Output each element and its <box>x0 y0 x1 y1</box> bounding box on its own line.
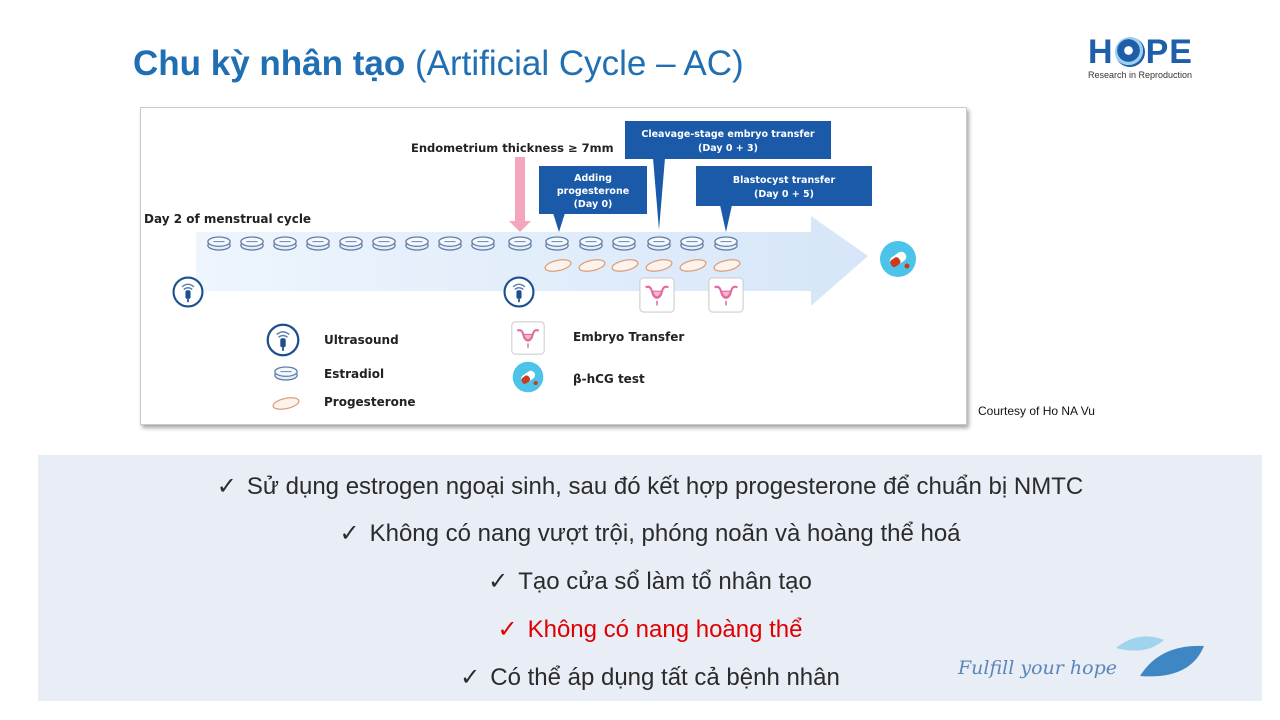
tagline: Fulfill your hope <box>958 657 1117 679</box>
key-point-text: Không có nang vượt trội, phóng noãn và h… <box>369 520 961 547</box>
legend-progesterone-icon <box>271 396 301 411</box>
key-point: ✓ Có thể áp dụng tất cả bệnh nhân <box>38 662 1262 694</box>
ultrasound-icon <box>503 276 535 308</box>
embryo-transfer-icon <box>707 276 745 314</box>
embryo-transfer-icon <box>638 276 676 314</box>
endometrium-pink-arrow-shaft <box>515 157 525 223</box>
logo-letters-pe: PE <box>1145 33 1193 71</box>
estradiol-pill-icon <box>471 236 495 251</box>
endometrium-pink-arrow-head <box>509 221 531 232</box>
adding-progesterone-line3: (Day 0) <box>574 199 613 210</box>
checkmark-icon: ✓ <box>216 473 237 500</box>
eye-icon <box>1114 37 1145 67</box>
adding-progesterone-pointer <box>553 213 565 232</box>
key-point-text: Không có nang hoàng thể <box>527 616 803 643</box>
estradiol-pill-icon <box>545 236 569 251</box>
estradiol-pill-icon <box>508 236 532 251</box>
blastocyst-transfer-callout <box>696 166 872 206</box>
artificial-cycle-diagram: Endometrium thickness ≥ 7mm Day 2 of men… <box>140 107 967 425</box>
ultrasound-icon <box>172 276 204 308</box>
logo-subtitle: Research in Reproduction <box>1088 70 1193 80</box>
legend-embryo-transfer-icon <box>510 320 546 356</box>
slide-title: Chu kỳ nhân tạo (Artificial Cycle – AC) <box>133 40 744 88</box>
endometrium-label: Endometrium thickness ≥ 7mm <box>411 141 614 155</box>
legend-estradiol-label: Estradiol <box>324 367 384 381</box>
key-point-text: Có thể áp dụng tất cả bệnh nhân <box>490 664 840 691</box>
estradiol-pill-icon <box>647 236 671 251</box>
blastocyst-callout-line2: (Day 0 + 5) <box>754 189 814 200</box>
logo-letter-h: H <box>1088 33 1114 71</box>
estradiol-pill-icon <box>405 236 429 251</box>
slide-title-bold: Chu kỳ nhân tạo <box>133 44 406 83</box>
legend-bhcg-icon <box>512 361 544 393</box>
blastocyst-callout-pointer <box>720 205 732 232</box>
cleavage-callout-line2: (Day 0 + 3) <box>698 143 758 154</box>
legend-estradiol-icon <box>274 366 298 381</box>
estradiol-pill-icon <box>612 236 636 251</box>
day2-label: Day 2 of menstrual cycle <box>144 212 311 226</box>
key-point: ✓ Tạo cửa sổ làm tổ nhân tạo <box>38 566 1262 598</box>
estradiol-pill-icon <box>240 236 264 251</box>
cleavage-callout-line1: Cleavage-stage embryo transfer <box>641 129 815 140</box>
estradiol-pill-icon <box>207 236 231 251</box>
estradiol-pill-icon <box>714 236 738 251</box>
key-point-text: Tạo cửa sổ làm tổ nhân tạo <box>518 568 812 595</box>
key-points-panel: ✓ Sử dụng estrogen ngoại sinh, sau đó kết… <box>38 455 1262 701</box>
logo-wordmark: H PE <box>1088 34 1203 70</box>
legend-bhcg-label: β-hCG test <box>573 372 645 386</box>
estradiol-pill-icon <box>372 236 396 251</box>
estradiol-pill-icon <box>339 236 363 251</box>
estradiol-pill-icon <box>273 236 297 251</box>
legend-ultrasound-icon <box>266 323 300 357</box>
adding-progesterone-line2: progesterone <box>557 186 629 197</box>
estradiol-pill-icon <box>579 236 603 251</box>
checkmark-icon: ✓ <box>460 664 481 691</box>
adding-progesterone-callout <box>539 166 647 214</box>
slide-title-rest: (Artificial Cycle – AC) <box>414 44 744 83</box>
estradiol-pill-icon <box>306 236 330 251</box>
legend-embryo-transfer-label: Embryo Transfer <box>573 330 684 344</box>
key-point: ✓ Không có nang vượt trội, phóng noãn và … <box>38 518 1262 550</box>
blastocyst-callout-line1: Blastocyst transfer <box>733 175 836 186</box>
key-point-highlight: ✓ Không có nang hoàng thể <box>38 614 1262 646</box>
estradiol-pill-icon <box>680 236 704 251</box>
checkmark-icon: ✓ <box>488 568 509 595</box>
timeline-svg: Endometrium thickness ≥ 7mm Day 2 of men… <box>144 121 916 411</box>
legend-ultrasound-label: Ultrasound <box>324 333 399 347</box>
bhcg-test-icon <box>880 241 916 277</box>
cleavage-callout-pointer <box>653 158 665 230</box>
hope-logo: H PE Research in Reproduction <box>1088 34 1203 84</box>
legend-progesterone-label: Progesterone <box>324 395 416 409</box>
key-point-text: Sử dụng estrogen ngoại sinh, sau đó kết … <box>246 473 1084 500</box>
estradiol-pill-icon <box>438 236 462 251</box>
leaf-logo-icon <box>1116 636 1204 677</box>
key-point: ✓ Sử dụng estrogen ngoại sinh, sau đó kết… <box>38 471 1262 503</box>
cleavage-transfer-callout <box>625 121 831 159</box>
adding-progesterone-line1: Adding <box>574 173 612 184</box>
courtesy-note: Courtesy of Ho NA Vu <box>978 404 1095 418</box>
checkmark-icon: ✓ <box>497 616 518 643</box>
checkmark-icon: ✓ <box>339 520 360 547</box>
